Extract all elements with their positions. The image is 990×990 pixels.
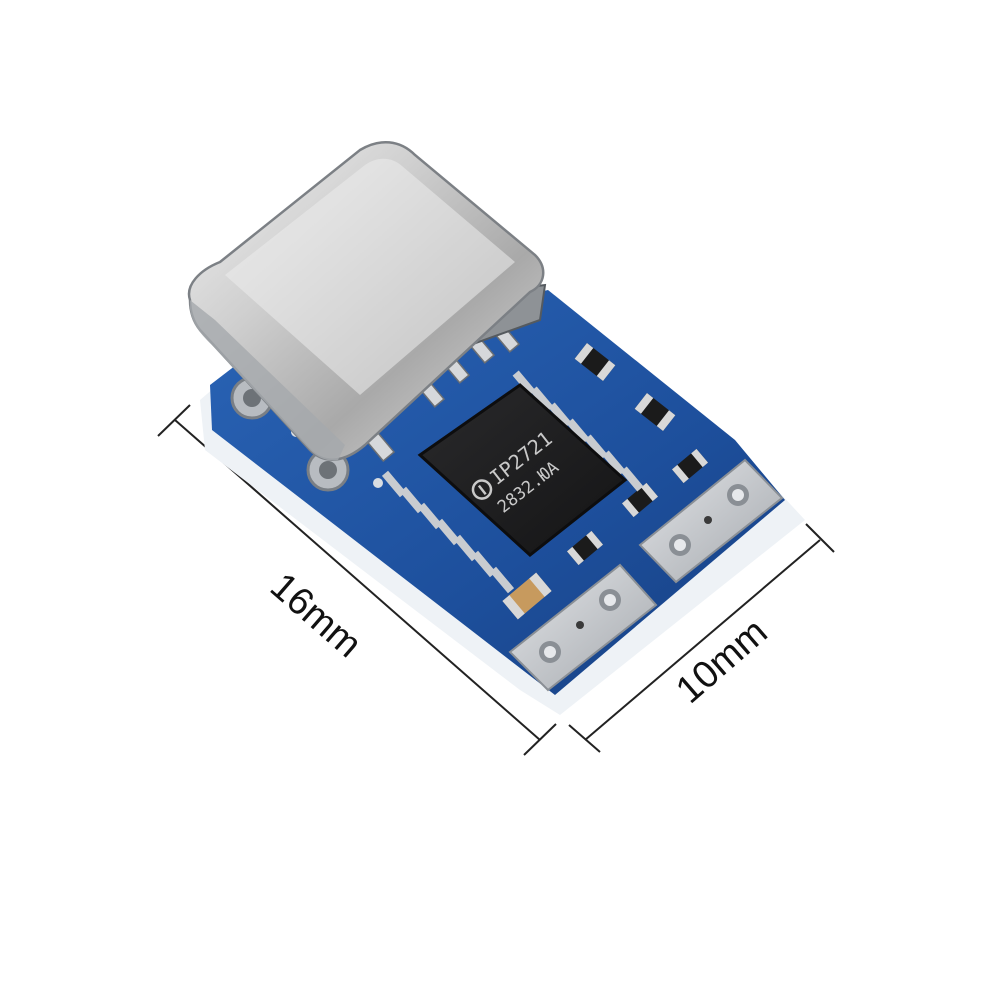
usb-c-connector [187,140,547,463]
injoinic-logo-icon [471,479,493,500]
width-label: 10mm [668,611,775,712]
resistor [671,448,709,484]
resistor [634,393,676,431]
smd-components [502,343,709,620]
solder-pad-right [638,458,784,584]
ic-chip: IP2721 2832.ЮA [381,370,644,594]
resistor [621,482,659,518]
resistor [574,343,616,381]
capacitor [502,572,552,620]
chip-pins [381,370,644,594]
resistor [566,530,604,566]
chip-body [417,383,628,557]
length-label: 16mm [262,565,369,666]
solder-pad-left [508,563,658,692]
